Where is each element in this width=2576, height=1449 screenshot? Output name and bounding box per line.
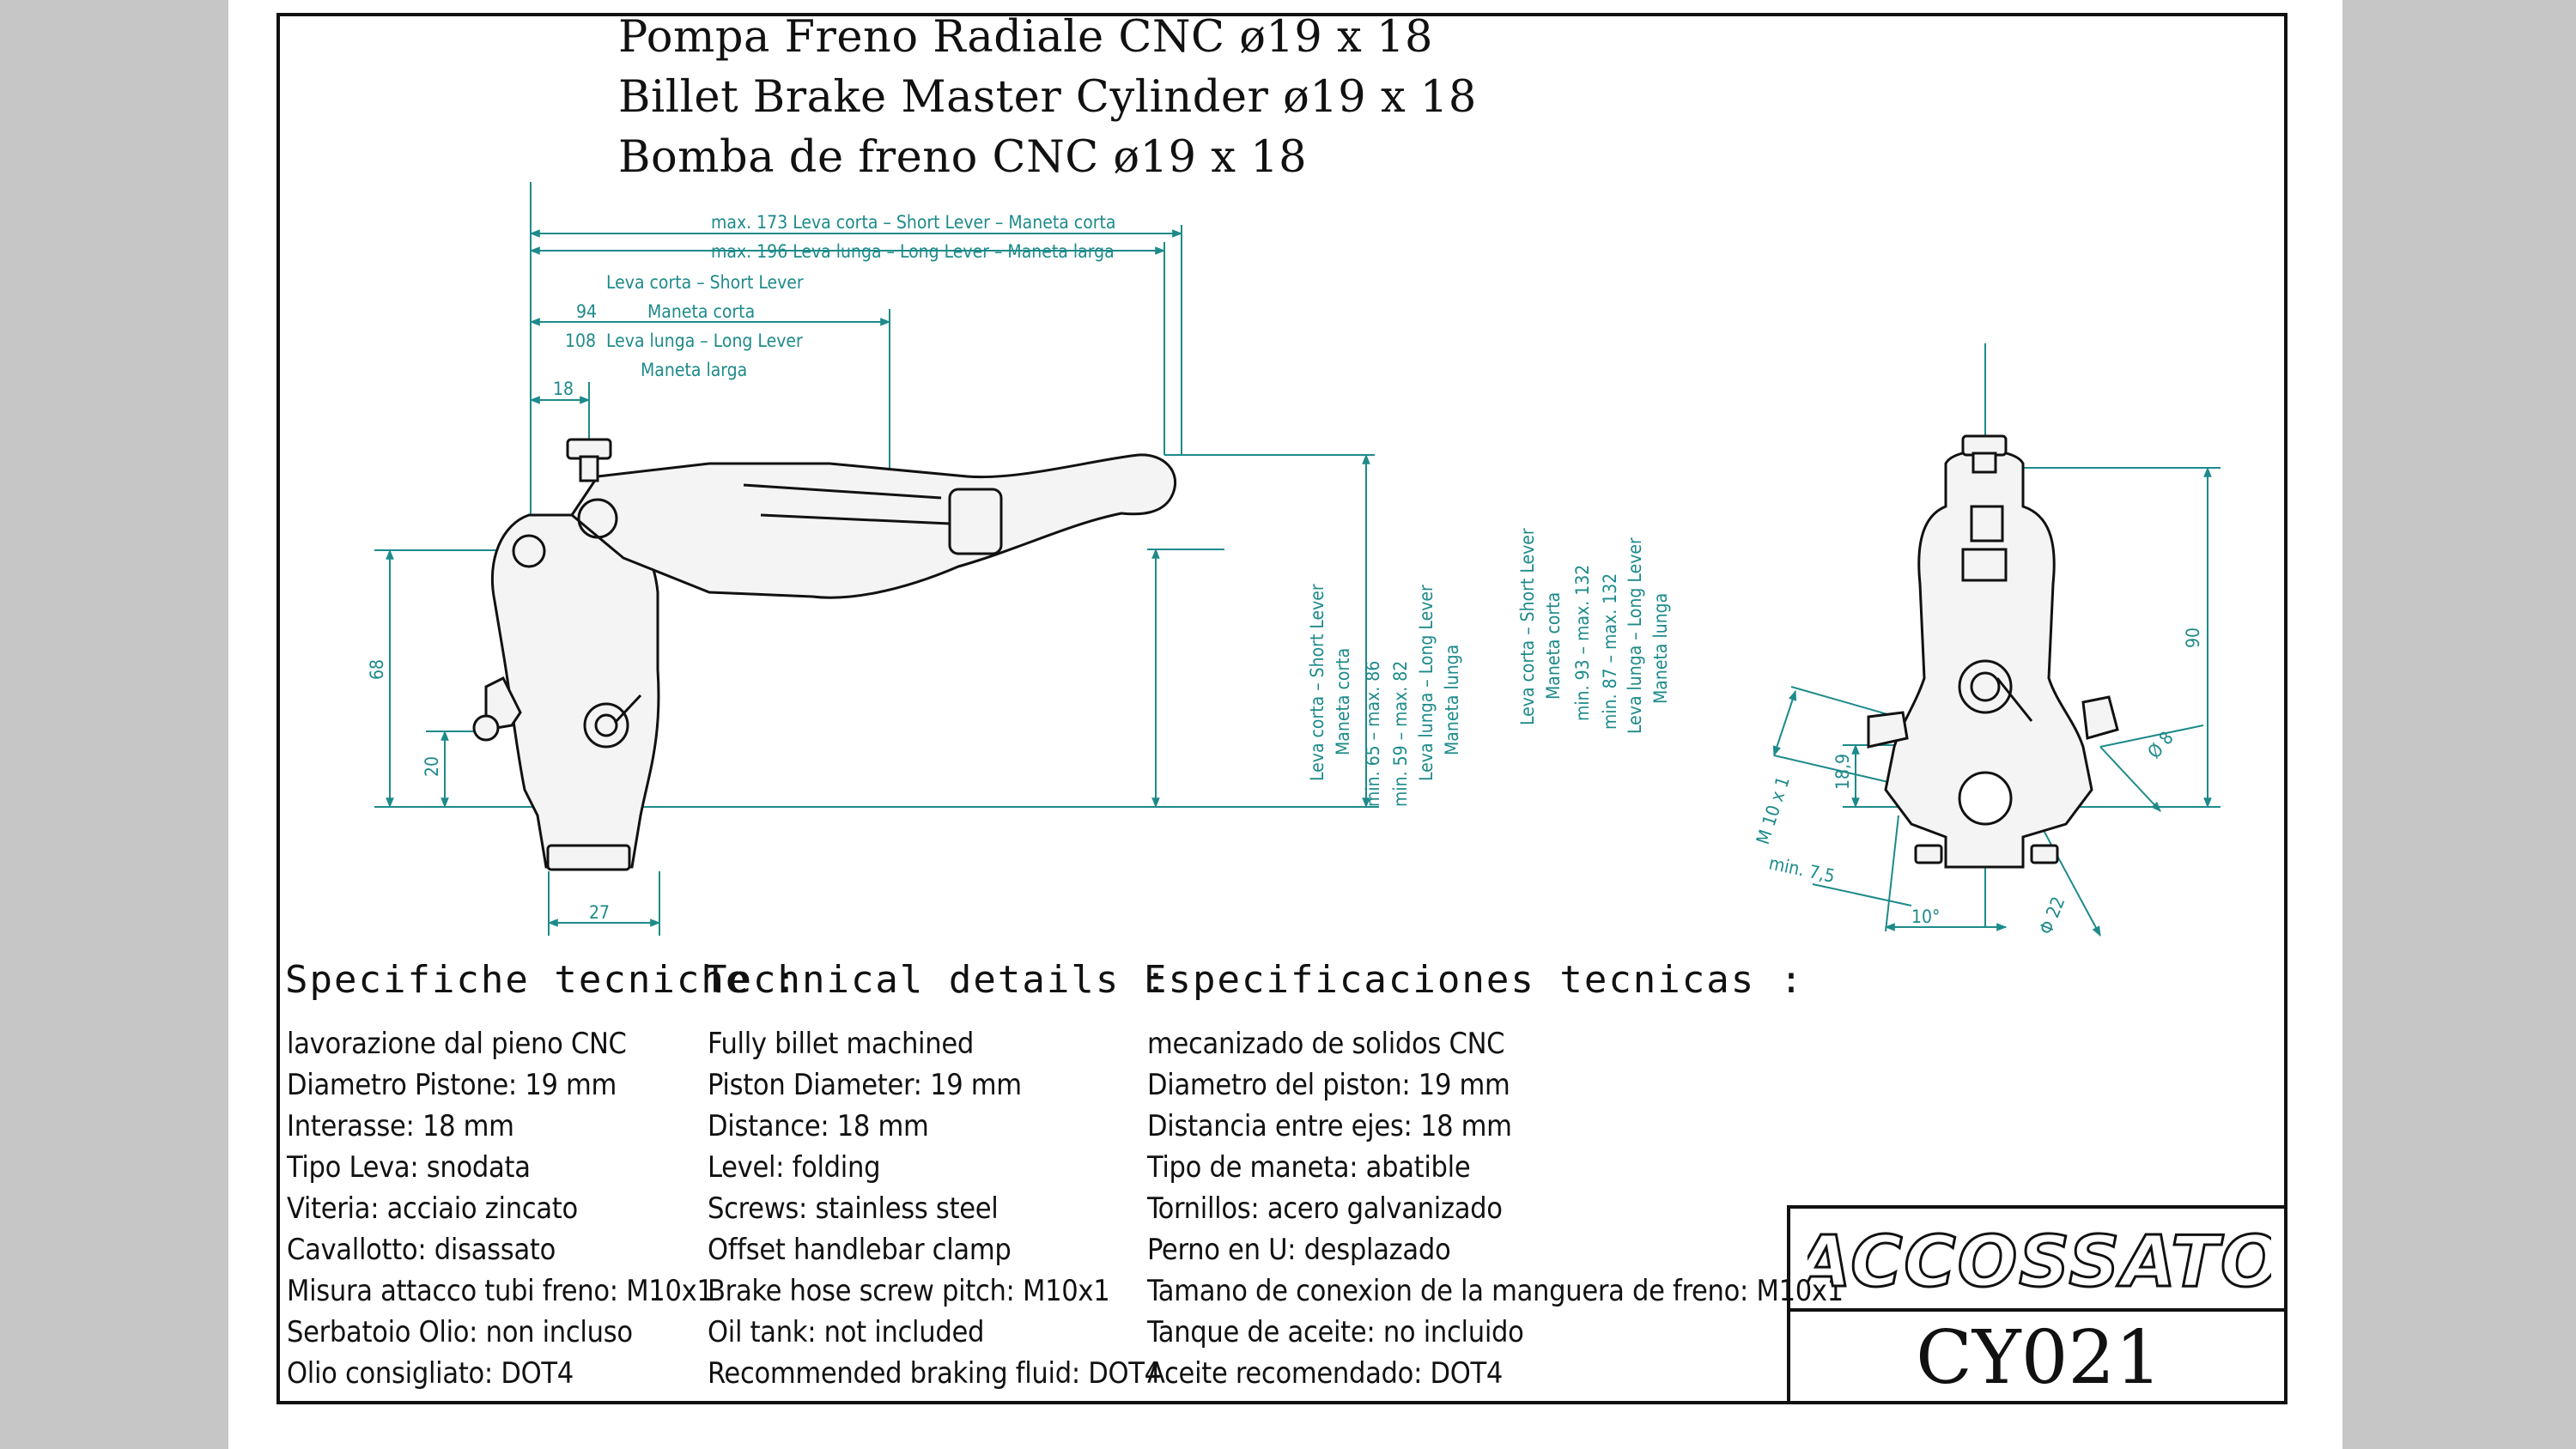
spec-item: Distance: 18 mm	[708, 1109, 929, 1143]
title-block: ACCOSSATO CY021	[1787, 1205, 2287, 1404]
spec-item: Oil tank: not included	[708, 1315, 985, 1349]
spec-list-italian: lavorazione dal pieno CNC Diametro Pisto…	[287, 1023, 714, 1394]
lever-front-outline	[1867, 434, 2119, 869]
spec-item: Recommended braking fluid: DOT4	[708, 1356, 1161, 1391]
dim-w-short-lever: Leva corta – Short Lever	[1517, 528, 1538, 725]
spec-item: Distancia entre ejes: 18 mm	[1147, 1109, 1512, 1143]
spec-item: Tornillos: acero galvanizado	[1147, 1191, 1503, 1226]
spec-item: Tipo de maneta: abatible	[1147, 1150, 1471, 1185]
product-code: CY021	[1916, 1315, 2162, 1401]
dim-phi-8: Ø 8	[2143, 728, 2178, 763]
dim-w-long-lever: Leva lunga – Long Lever	[1625, 537, 1645, 734]
spec-item: Aceite recomendado: DOT4	[1147, 1356, 1504, 1391]
dim-v-maneta-corta: Maneta corta	[1333, 648, 1353, 755]
spec-item: Tanque de aceite: no incluido	[1147, 1315, 1524, 1349]
spec-item: Olio consigliato: DOT4	[287, 1356, 574, 1391]
dim-18-9: 18,9	[1832, 754, 1853, 790]
spec-heading-english: Technical details :	[704, 958, 1170, 1002]
spec-heading-spanish: Especificaciones tecnicas :	[1144, 958, 1805, 1002]
dim-68: 68	[367, 659, 387, 680]
drawing-frame	[276, 13, 2287, 1404]
dim-maneta-larga: Maneta larga	[641, 360, 747, 380]
title-spanish: Bomba de freno CNC ø19 x 18	[618, 132, 1308, 183]
dim-108: 108	[565, 330, 596, 351]
dim-max-196: max. 196 Leva lunga – Long Lever – Manet…	[711, 241, 1115, 262]
title-italian: Pompa Freno Radiale CNC ø19 x 18	[618, 12, 1433, 63]
spec-item: lavorazione dal pieno CNC	[287, 1027, 627, 1061]
dim-maneta-corta: Maneta corta	[647, 301, 755, 322]
spec-list-spanish: mecanizado de solidos CNC Diametro del p…	[1147, 1023, 1844, 1394]
dim-90: 90	[2183, 627, 2203, 648]
dim-phi-22: Φ 22	[2035, 894, 2069, 937]
title-english: Billet Brake Master Cylinder ø19 x 18	[618, 72, 1477, 123]
spec-item: Interasse: 18 mm	[287, 1109, 514, 1143]
spec-item: Diametro Pistone: 19 mm	[287, 1068, 617, 1102]
spec-item: Perno en U: desplazado	[1147, 1233, 1451, 1267]
brand-logo: ACCOSSATO	[1807, 1221, 2271, 1305]
dim-v-short-lever: Leva corta – Short Lever	[1307, 584, 1327, 781]
spec-list-english: Fully billet machined Piston Diameter: 1…	[708, 1023, 1161, 1394]
spec-item: Diametro del piston: 19 mm	[1147, 1068, 1510, 1102]
dim-w-maneta-corta: Maneta corta	[1543, 592, 1564, 700]
spec-heading-italian: Specifiche tecniche :	[285, 958, 799, 1002]
technical-drawing: max. 173 Leva corta – Short Lever – Mane…	[367, 182, 2221, 937]
dim-short-lever-label: Leva corta – Short Lever	[606, 272, 804, 293]
dim-min-7-5: min. 7,5	[1767, 852, 1837, 887]
spec-item: Cavallotto: disassato	[287, 1233, 556, 1267]
dim-94: 94	[576, 301, 597, 322]
dim-27: 27	[589, 902, 610, 923]
spec-item: Level: folding	[708, 1150, 881, 1185]
dim-long-lever-label: Leva lunga – Long Lever	[606, 330, 803, 351]
brand-logo-text: ACCOSSATO	[1807, 1222, 2271, 1303]
dim-20: 20	[422, 756, 442, 777]
title-block-divider	[1790, 1308, 2287, 1312]
drawing-sheet: Pompa Freno Radiale CNC ø19 x 18 Billet …	[228, 0, 2342, 1449]
spec-item: Offset handlebar clamp	[708, 1233, 1012, 1267]
dim-v-maneta-lunga: Maneta lunga	[1442, 645, 1462, 755]
dim-w-short-range: min. 93 – max. 132	[1572, 565, 1593, 721]
dim-w-long-range: min. 87 – max. 132	[1600, 573, 1620, 730]
dim-18: 18	[553, 379, 574, 399]
spec-item: Screws: stainless steel	[708, 1191, 999, 1226]
spec-item: Viteria: acciaio zincato	[287, 1191, 578, 1226]
spec-item: Serbatoio Olio: non incluso	[287, 1315, 633, 1349]
side-view-dimensions	[374, 182, 1379, 936]
dim-v-short-range: min. 65 – max. 86	[1363, 661, 1383, 807]
spec-item: mecanizado de solidos CNC	[1147, 1027, 1505, 1061]
spec-item: Tipo Leva: snodata	[287, 1150, 531, 1185]
dim-max-173: max. 173 Leva corta – Short Lever – Mane…	[711, 212, 1116, 233]
dim-w-maneta-lunga: Maneta lunga	[1650, 593, 1671, 704]
spec-item: Piston Diameter: 19 mm	[708, 1068, 1022, 1102]
dim-v-long-range: min. 59 – max. 82	[1390, 661, 1411, 807]
lever-side-outline	[472, 438, 1177, 871]
spec-item: Misura attacco tubi freno: M10x1	[287, 1274, 714, 1308]
dim-m10x1: M 10 x 1	[1753, 774, 1794, 847]
spec-item: Brake hose screw pitch: M10x1	[708, 1274, 1110, 1308]
spec-item: Tamano de conexion de la manguera de fre…	[1147, 1274, 1844, 1308]
dim-v-long-lever: Leva lunga – Long Lever	[1416, 585, 1437, 781]
dim-10-deg: 10°	[1911, 906, 1940, 927]
spec-item: Fully billet machined	[708, 1027, 974, 1061]
